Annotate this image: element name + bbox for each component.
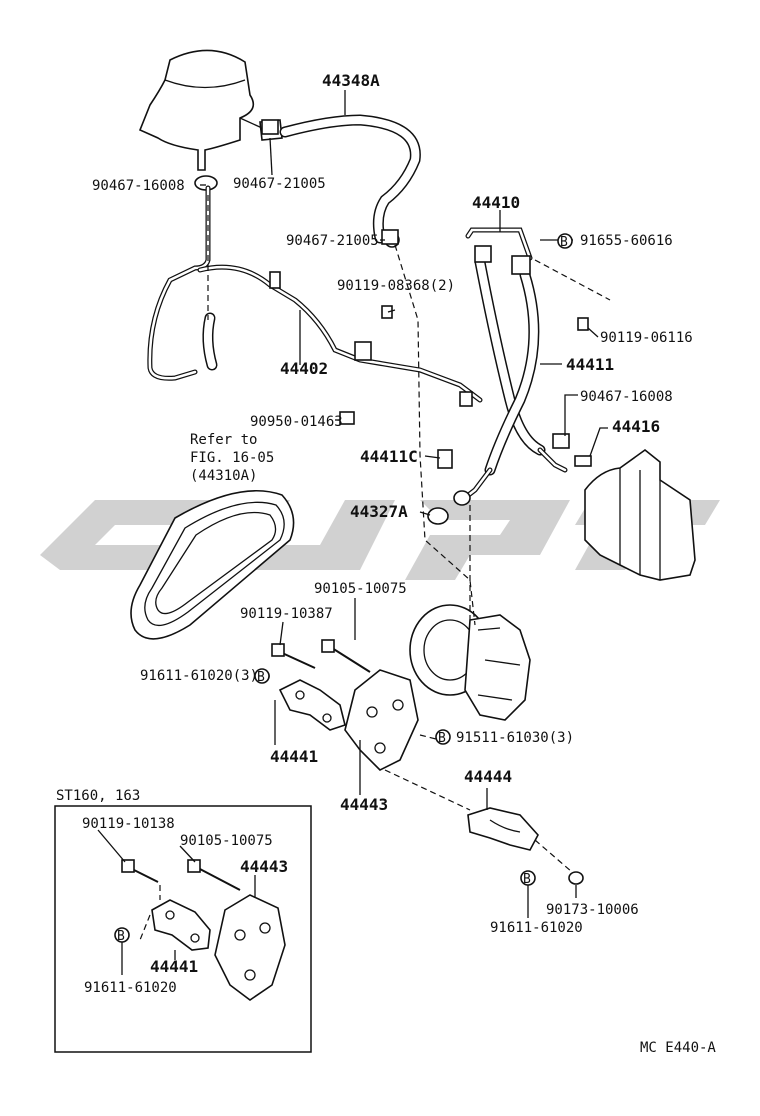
hose-assembly-44410 — [453, 227, 568, 506]
bolt-marker-icon: B — [523, 872, 531, 887]
inset-label-44441: 44441 — [150, 957, 198, 976]
drive-belt — [130, 489, 295, 640]
label-90950-01463: 90950-01463 — [250, 414, 343, 430]
label-44327A: 44327A — [350, 502, 408, 521]
label-90119-10387: 90119-10387 — [240, 606, 333, 622]
reservoir-tank — [138, 49, 283, 191]
label-90105-10075: 90105-10075 — [314, 581, 407, 597]
label-44443: 44443 — [340, 795, 388, 814]
label-refer-line3: (44310A) — [190, 468, 257, 484]
label-91655-60616: 91655-60616 — [580, 233, 673, 249]
bolt-marker-icon: B — [560, 235, 568, 250]
bolt-marker-icons: B B B B B — [114, 233, 573, 944]
inset-label-90105-10075: 90105-10075 — [180, 833, 273, 849]
label-90119-08368: 90119-08368(2) — [337, 278, 455, 294]
label-90173-10006: 90173-10006 — [546, 902, 639, 918]
steering-gear — [584, 448, 696, 581]
label-91611-61020-bottom: 91611-61020 — [490, 920, 583, 936]
label-44411: 44411 — [566, 355, 614, 374]
label-90467-16008-right: 90467-16008 — [580, 389, 673, 405]
bracket-44443 — [344, 669, 419, 771]
bolt-marker-icon: B — [438, 731, 446, 746]
inset-label-44443: 44443 — [240, 857, 288, 876]
inset-label-90119-10138: 90119-10138 — [82, 816, 175, 832]
label-44411C: 44411C — [360, 447, 418, 466]
label-44416: 44416 — [612, 417, 660, 436]
label-91511-61030-3: 91511-61030(3) — [456, 730, 574, 746]
bracket-44444 — [467, 807, 539, 851]
bracket-44441 — [278, 679, 346, 731]
label-44348A: 44348A — [322, 71, 380, 90]
clamps-and-bolts — [261, 119, 592, 525]
label-44444: 44444 — [464, 767, 512, 786]
part-labels: 44348A 90467-16008 90467-21005 90467-210… — [92, 71, 693, 936]
bolt-marker-icon: B — [117, 929, 125, 944]
label-refer-line2: FIG. 16-05 — [190, 450, 274, 466]
label-44402: 44402 — [280, 359, 328, 378]
guide-lines — [207, 195, 611, 873]
tube-44402 — [147, 185, 483, 407]
label-refer-line1: Refer to — [190, 432, 257, 448]
leader-lines — [200, 90, 608, 918]
bolt-marker-icon: B — [257, 670, 265, 685]
inset-label-91611-61020: 91611-61020 — [84, 980, 177, 996]
label-90467-21005-mid: 90467-21005 — [286, 233, 379, 249]
label-90119-06116: 90119-06116 — [600, 330, 693, 346]
label-90467-21005-top: 90467-21005 — [233, 176, 326, 192]
figure-code: MC E440-A — [640, 1040, 716, 1056]
label-90467-16008-top: 90467-16008 — [92, 178, 185, 194]
vane-pump — [409, 604, 531, 721]
label-91611-61020-3: 91611-61020(3) — [140, 668, 258, 684]
label-44441: 44441 — [270, 747, 318, 766]
inset-title: ST160, 163 — [56, 788, 140, 804]
label-44410: 44410 — [472, 193, 520, 212]
inset-st160-163: ST160, 163 90119-10138 90105-10075 44443… — [54, 788, 312, 1053]
